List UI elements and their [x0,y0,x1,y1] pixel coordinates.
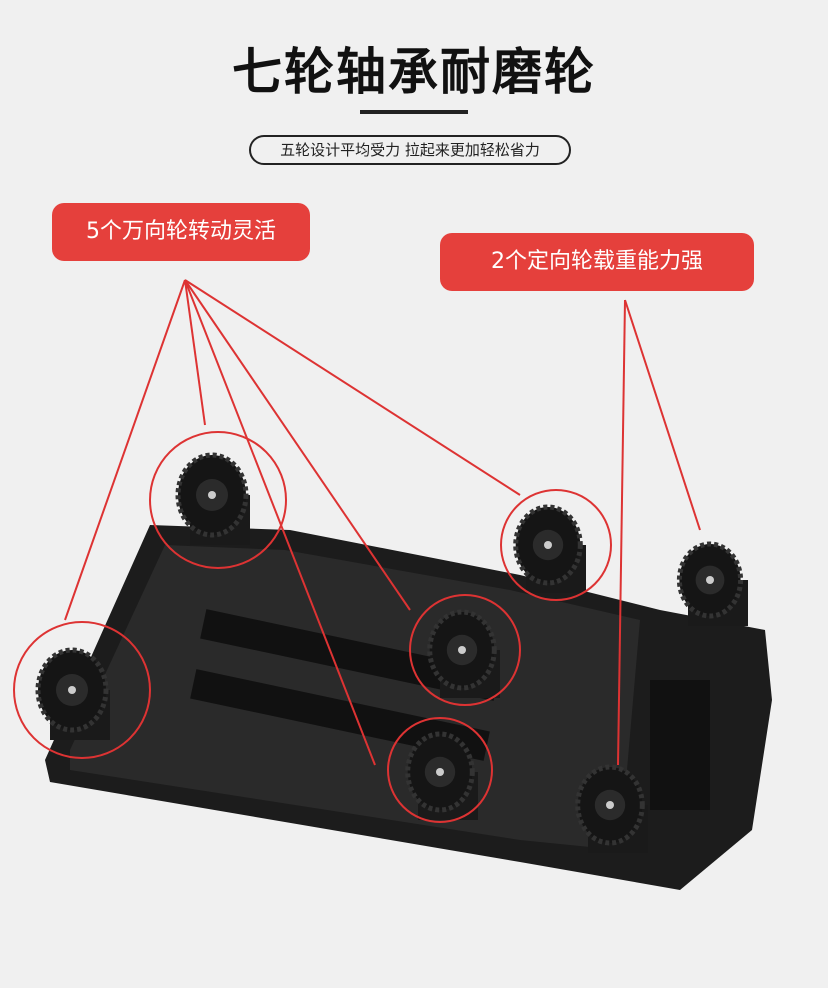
wheel [427,609,500,698]
divider [360,110,468,114]
wheel [513,504,586,593]
swivel-wheel-callout: 5个万向轮转动灵活 [52,203,310,261]
wheel [575,764,648,853]
wheel [405,731,478,820]
wheel [35,647,110,740]
wheel [676,541,748,626]
cart-body [45,525,772,890]
headline: 七轮轴承耐磨轮 [232,43,596,101]
subtitle-pill: 五轮设计平均受力 拉起来更加轻松省力 [249,135,571,165]
wheels [35,452,748,853]
callout-lines [13,279,701,823]
wheel [175,452,250,545]
fixed-wheel-callout: 2个定向轮载重能力强 [440,233,754,291]
